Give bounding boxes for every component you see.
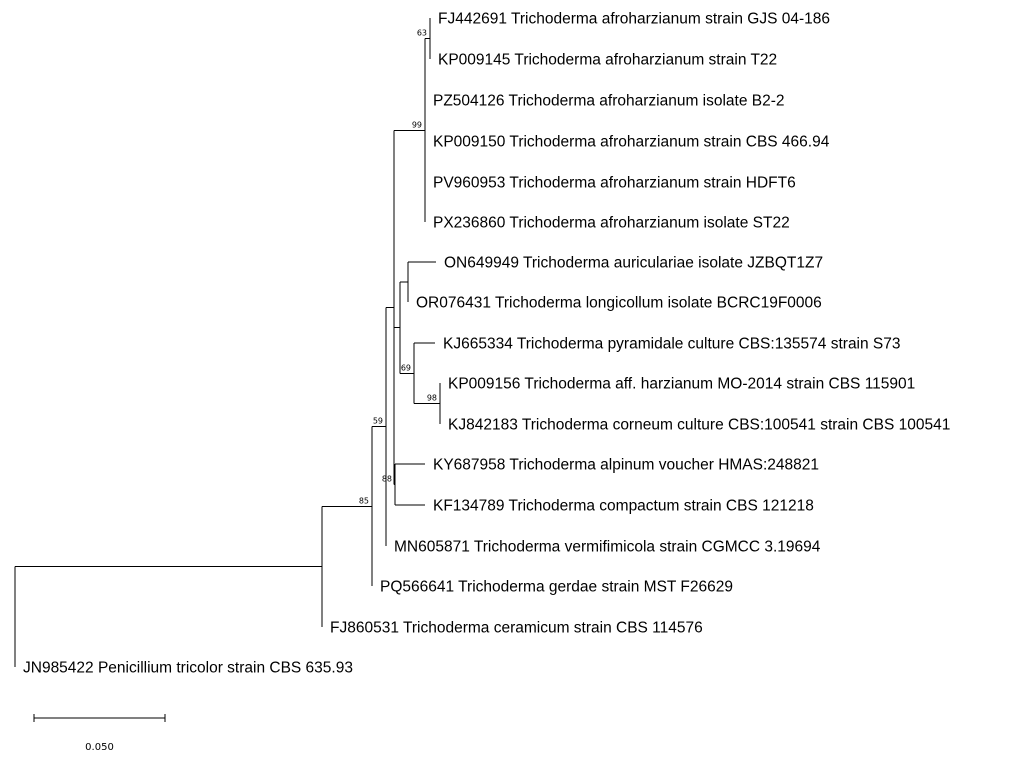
taxon-label: ON649949 Trichoderma auriculariae isolat… (444, 255, 823, 272)
bootstrap-value-n59: 59 (373, 417, 383, 426)
taxon-label: FJ860531 Trichoderma ceramicum strain CB… (330, 620, 703, 637)
bootstrap-value-n63: 63 (417, 29, 427, 38)
taxon-label: JN985422 Penicillium tricolor strain CBS… (23, 660, 353, 677)
bootstrap-value-n88: 88 (382, 475, 392, 484)
taxon-label: KJ842183 Trichoderma corneum culture CBS… (448, 417, 950, 434)
tree-branches (14, 18, 441, 667)
taxon-label: KF134789 Trichoderma compactum strain CB… (433, 498, 814, 515)
bootstrap-values: 63 99 69 98 88 59 85 (359, 29, 437, 506)
bootstrap-value-n98: 98 (427, 394, 437, 403)
taxon-label: KP009145 Trichoderma afroharzianum strai… (438, 52, 777, 69)
bootstrap-value-n99: 99 (412, 120, 422, 129)
taxon-label: KY687958 Trichoderma alpinum voucher HMA… (433, 457, 819, 474)
taxon-label: FJ442691 Trichoderma afroharzianum strai… (438, 11, 830, 28)
taxon-label: PX236860 Trichoderma afroharzianum isola… (433, 215, 790, 232)
taxon-label: KP009156 Trichoderma aff. harzianum MO-2… (448, 376, 915, 393)
taxon-label: KJ665334 Trichoderma pyramidale culture … (443, 336, 901, 353)
taxon-label: KP009150 Trichoderma afroharzianum strai… (433, 134, 830, 151)
bootstrap-value-n85: 85 (359, 496, 369, 505)
scale-bar: 0.050 (33, 714, 166, 753)
taxon-label: PV960953 Trichoderma afroharzianum strai… (433, 175, 796, 192)
scale-bar-label: 0.050 (85, 742, 114, 753)
bootstrap-value-n69: 69 (401, 363, 411, 372)
taxon-label: MN605871 Trichoderma vermifimicola strai… (394, 539, 821, 556)
taxon-label: OR076431 Trichoderma longicollum isolate… (416, 295, 822, 312)
taxon-label: PZ504126 Trichoderma afroharzianum isola… (433, 93, 785, 110)
taxon-label: PQ566641 Trichoderma gerdae strain MST F… (380, 579, 733, 596)
tip-labels: FJ442691 Trichoderma afroharzianum strai… (23, 11, 950, 677)
